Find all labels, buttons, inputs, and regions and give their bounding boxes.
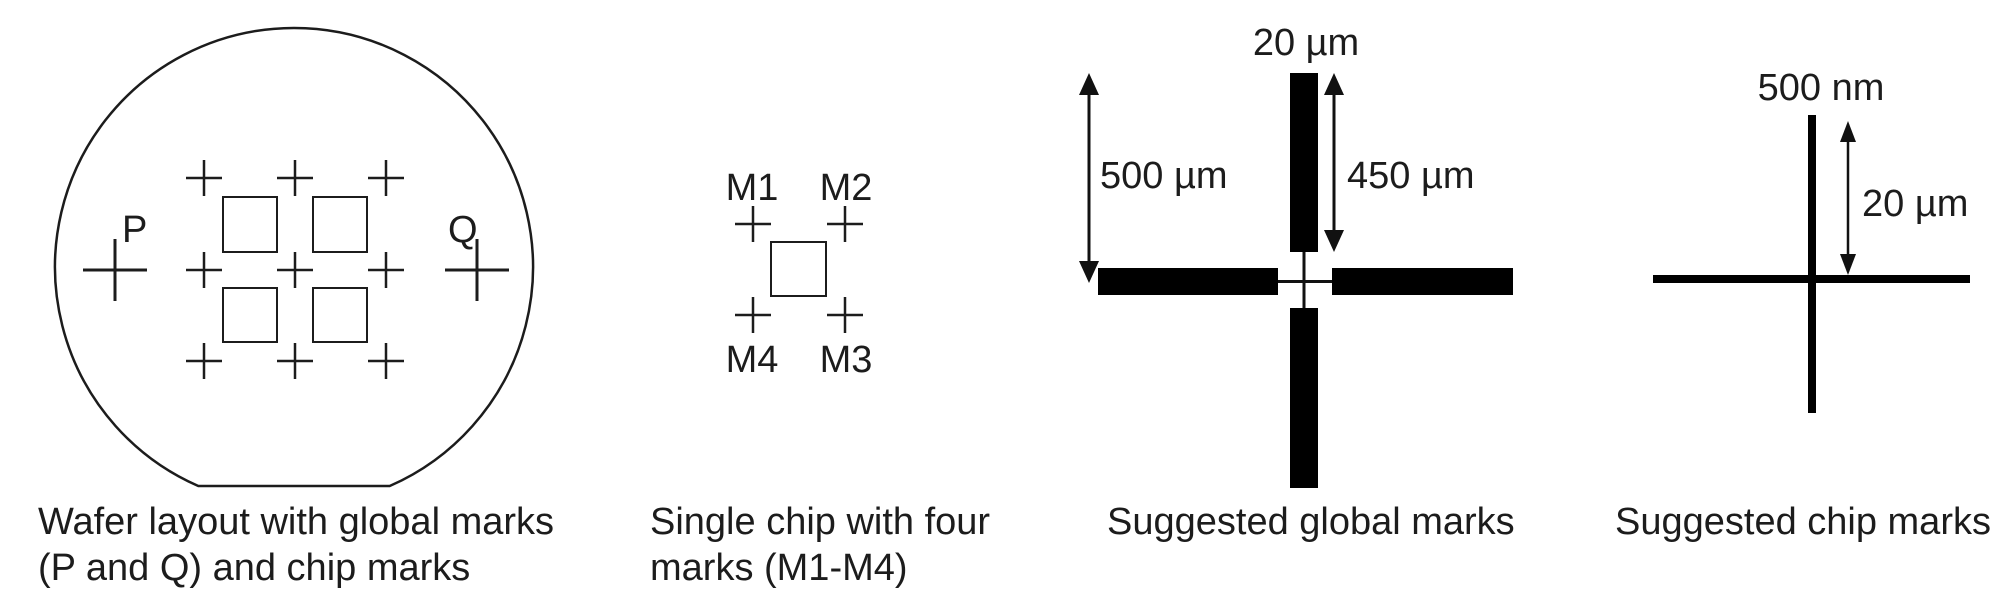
dim-label-20um-chip: 20 µm bbox=[1862, 183, 1968, 225]
global-mark-p-label: P bbox=[122, 209, 147, 251]
wafer-outline bbox=[53, 26, 535, 488]
chip-mark-m1-label: M1 bbox=[726, 167, 779, 209]
chip-mark-cross bbox=[366, 158, 406, 198]
dim-arrow-500um bbox=[1079, 73, 1099, 283]
dim-label-500um: 500 µm bbox=[1100, 155, 1228, 197]
dim-label-20um: 20 µm bbox=[1253, 22, 1359, 64]
global-mark-p-cross bbox=[83, 239, 147, 301]
chip-mark-cross bbox=[184, 250, 224, 290]
chip-outline bbox=[222, 287, 278, 343]
caption-global-marks: Suggested global marks bbox=[1107, 499, 1515, 545]
chip-mark-m3-cross bbox=[825, 295, 865, 335]
chip-outline bbox=[312, 287, 368, 343]
panel-wafer: P Q bbox=[53, 26, 535, 488]
dim-arrow-20um bbox=[1840, 121, 1856, 275]
chip-mark-cross bbox=[366, 250, 406, 290]
chip-outline bbox=[222, 196, 278, 253]
chip-mark-m4-label: M4 bbox=[726, 339, 779, 381]
global-mark-bottom-bar bbox=[1290, 308, 1318, 488]
global-mark-left-bar bbox=[1098, 268, 1278, 295]
caption-global-marks-line1: Suggested global marks bbox=[1107, 501, 1515, 543]
dim-label-500nm: 500 nm bbox=[1758, 67, 1885, 109]
dim-arrow-450um bbox=[1324, 73, 1344, 252]
global-mark-right-bar bbox=[1332, 268, 1513, 295]
chip-mark-m3-label: M3 bbox=[820, 339, 873, 381]
chip-mark-cross bbox=[184, 341, 224, 381]
chip-mark-cross bbox=[366, 341, 406, 381]
caption-wafer-line1: Wafer layout with global marks bbox=[38, 501, 555, 543]
global-mark-q-cross bbox=[445, 239, 509, 301]
global-mark-center-thin-cross bbox=[1278, 252, 1332, 308]
panel-single-chip: M1 M2 M4 M3 bbox=[726, 167, 873, 381]
single-chip-outline bbox=[770, 241, 827, 297]
caption-single-chip: Single chip with four marks (M1-M4) bbox=[650, 499, 990, 591]
caption-chip-marks: Suggested chip marks bbox=[1615, 499, 1991, 545]
chip-mark-cross bbox=[275, 250, 315, 290]
panel-global-marks: 20 µm 500 µm 450 µm bbox=[1079, 22, 1513, 488]
chip-mark-m2-cross bbox=[825, 204, 865, 244]
chip-outline bbox=[312, 196, 368, 253]
panel-chip-marks: 500 nm 20 µm bbox=[1653, 67, 1970, 413]
chip-mark-cross bbox=[275, 341, 315, 381]
global-mark-top-bar bbox=[1290, 73, 1318, 252]
global-mark-q-label: Q bbox=[448, 209, 478, 251]
chip-mark-m4-cross bbox=[733, 295, 773, 335]
chip-mark-cross bbox=[275, 158, 315, 198]
dim-label-450um: 450 µm bbox=[1347, 155, 1475, 197]
chip-mark-cross bbox=[184, 158, 224, 198]
caption-single-chip-line1: Single chip with four bbox=[650, 501, 991, 543]
caption-chip-marks-line1: Suggested chip marks bbox=[1615, 501, 1991, 543]
chip-mark-m2-label: M2 bbox=[820, 167, 873, 209]
caption-wafer: Wafer layout with global marks (P and Q)… bbox=[38, 499, 554, 591]
chip-mark-m1-cross bbox=[733, 204, 773, 244]
caption-single-chip-line2: marks (M1-M4) bbox=[650, 547, 908, 589]
caption-wafer-line2: (P and Q) and chip marks bbox=[38, 547, 471, 589]
